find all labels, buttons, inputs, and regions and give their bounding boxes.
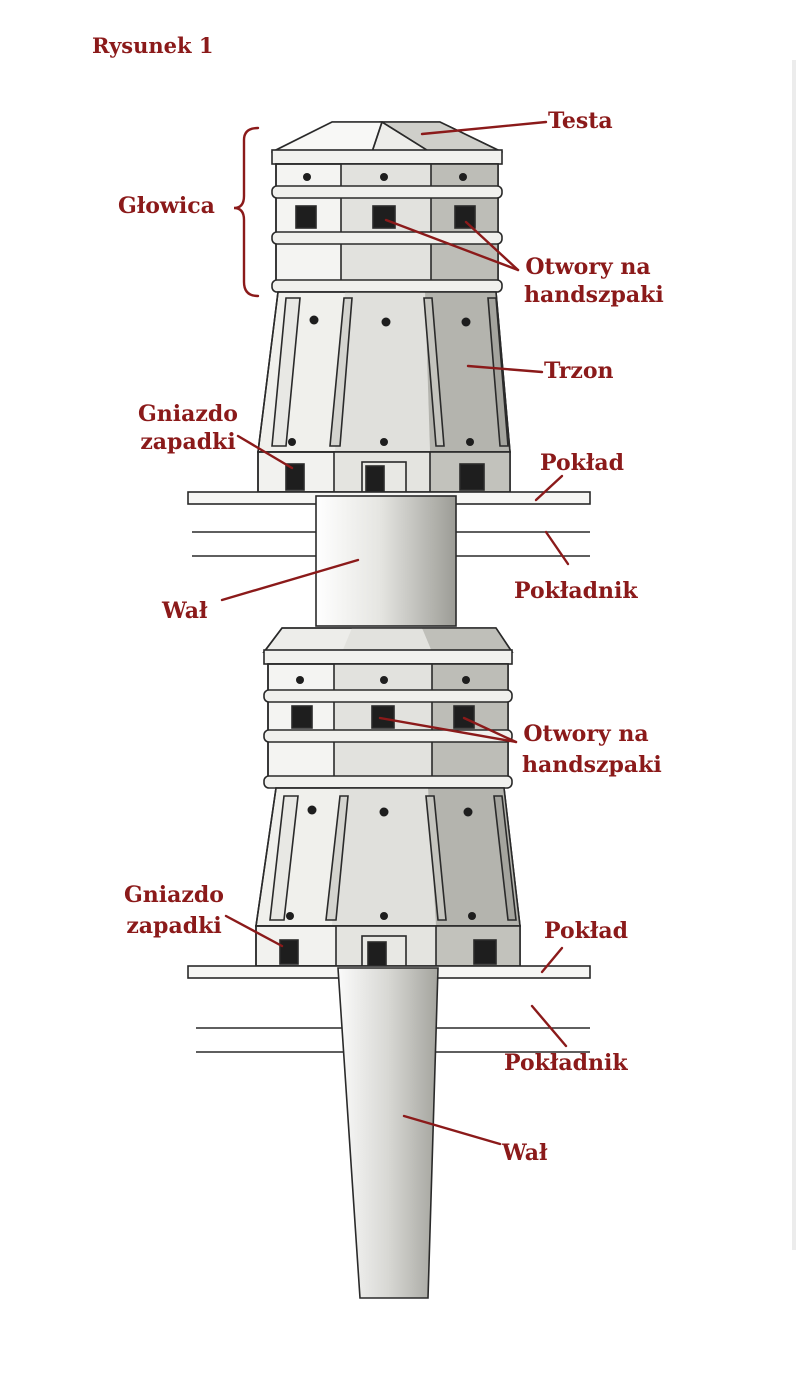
figure-title: Rysunek 1 — [92, 33, 214, 58]
label-poklad-bottom: Pokład — [544, 918, 628, 944]
label-wal-bottom: Wał — [502, 1140, 548, 1166]
page-edge-rule — [792, 60, 796, 1250]
label-glowica: Głowica — [118, 193, 215, 219]
lower-handspike-hole — [291, 705, 313, 729]
label-poklad-top: Pokład — [540, 450, 624, 476]
upper-handspike-hole — [372, 205, 396, 229]
lower-capstan — [255, 627, 521, 967]
lower-handspike-hole — [371, 705, 395, 729]
label-pokladnik-top: Pokładnik — [514, 578, 638, 604]
lower-shaft — [337, 967, 439, 1299]
leader-lines — [220, 120, 570, 1146]
label-otwory-bottom-2: handszpaki — [522, 752, 662, 778]
label-gniazdo-top-2: zapadki — [140, 429, 236, 455]
label-pokladnik-bottom: Pokładnik — [504, 1050, 628, 1076]
label-wal-top: Wał — [162, 598, 208, 624]
upper-shaft — [315, 495, 457, 627]
label-otwory-bottom-1: Otwory na — [523, 721, 649, 747]
label-otwory-top-1: Otwory na — [525, 254, 651, 280]
label-gniazdo-top-1: Gniazdo — [138, 401, 238, 427]
upper-handspike-hole — [295, 205, 317, 229]
label-trzon: Trzon — [544, 358, 614, 384]
upper-pawl-socket — [285, 463, 305, 491]
label-otwory-top-2: handszpaki — [524, 282, 664, 308]
upper-handspike-hole — [454, 205, 476, 229]
upper-capstan — [257, 121, 511, 493]
label-testa: Testa — [548, 108, 613, 134]
label-gniazdo-bottom-2: zapadki — [126, 913, 222, 939]
label-gniazdo-bottom-1: Gniazdo — [124, 882, 224, 908]
lower-pawl-socket — [279, 939, 299, 965]
